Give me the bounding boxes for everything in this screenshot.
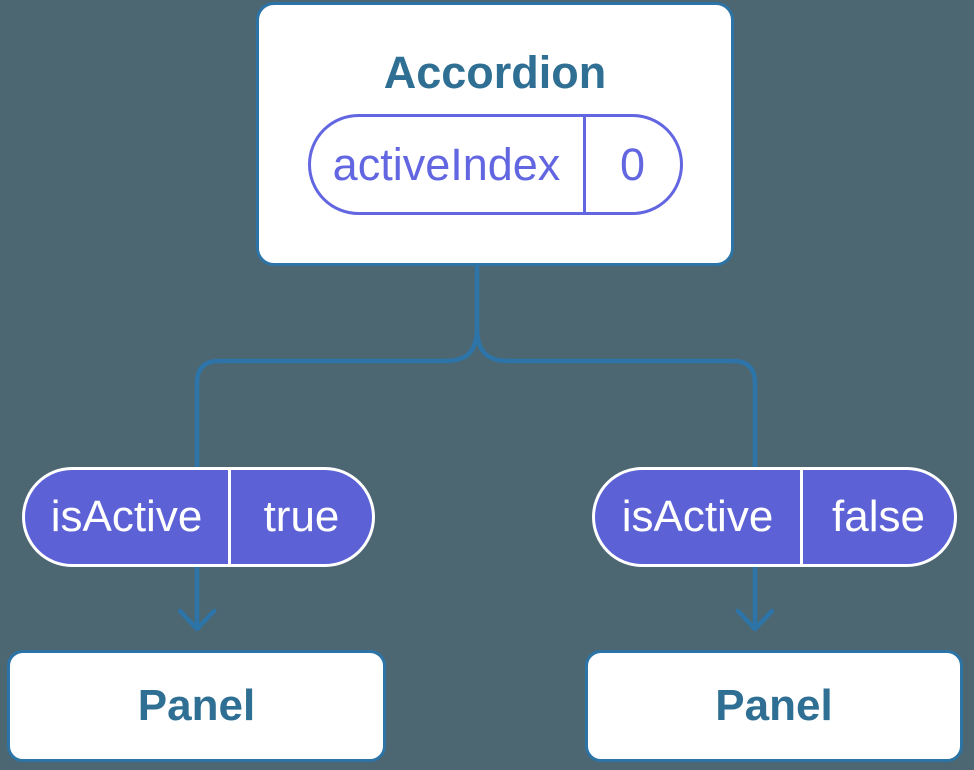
prop-name: isActive (25, 470, 231, 564)
prop-pill-right: isActive false (592, 467, 957, 567)
child-component-title: Panel (137, 681, 256, 730)
arrow-left-head-icon (177, 608, 217, 632)
child-component-card-right: Panel (585, 650, 963, 762)
root-component-title: Accordion (383, 47, 607, 98)
prop-pill-left: isActive true (22, 467, 375, 567)
prop-value: false (832, 492, 925, 541)
arrow-right-head-icon (735, 608, 775, 632)
state-name: activeIndex (311, 117, 586, 212)
prop-name: isActive (595, 470, 803, 564)
connector-branch-right (474, 327, 758, 470)
child-component-title: Panel (715, 681, 833, 730)
prop-value: true (263, 492, 340, 541)
state-value: 0 (619, 138, 646, 190)
root-component-card: Accordion activeIndex 0 (256, 2, 734, 266)
connector-branch-left (194, 327, 480, 470)
child-component-card-left: Panel (7, 650, 386, 762)
state-pill: activeIndex 0 (307, 114, 683, 215)
